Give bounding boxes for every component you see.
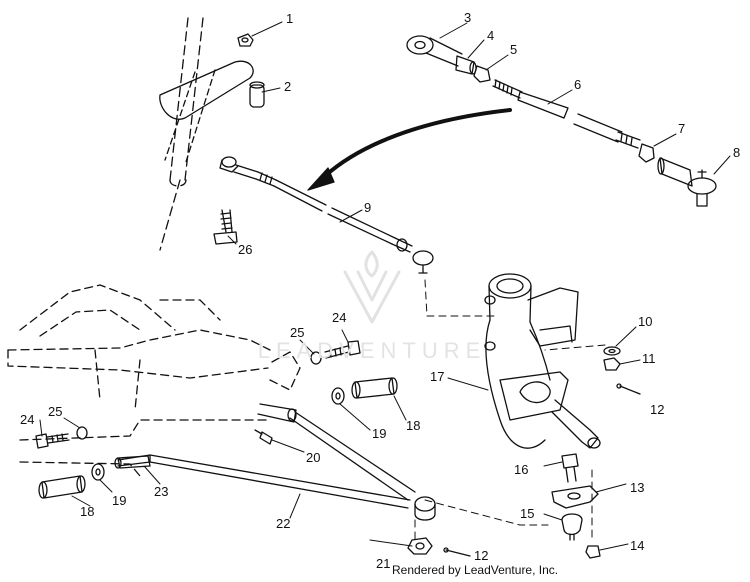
- callout-21: 21: [376, 556, 390, 571]
- callout-24-right: 24: [332, 310, 346, 325]
- washer-25-left: [76, 426, 88, 440]
- callout-19-right: 19: [372, 426, 386, 441]
- callout-10: 10: [638, 314, 652, 329]
- bolt-24-right: [324, 340, 361, 359]
- tie-rod-6: [492, 79, 641, 149]
- callout-2: 2: [284, 79, 291, 94]
- callout-14: 14: [630, 538, 644, 553]
- bolt-26: [213, 209, 238, 245]
- jam-nut-4: [455, 55, 477, 75]
- rod-end-3: [406, 35, 463, 67]
- callout-11: 11: [642, 351, 656, 366]
- washer-19-right: [331, 387, 345, 405]
- callout-18-left: 18: [80, 504, 94, 519]
- washer-19-left: [91, 463, 105, 481]
- callout-12b: 12: [474, 548, 488, 563]
- jam-nut-7: [638, 143, 655, 163]
- bushing-23: [114, 455, 151, 469]
- callout-18-right: 18: [406, 418, 420, 433]
- leader-lines: [39, 21, 731, 551]
- bushing-18-left: [38, 475, 86, 499]
- callout-12a: 12: [650, 402, 664, 417]
- callout-20: 20: [306, 450, 320, 465]
- callout-4: 4: [487, 28, 494, 43]
- tie-rod-9: [219, 156, 434, 274]
- ball-joint-15: [561, 513, 583, 541]
- nut-1: [237, 33, 254, 47]
- cotter-pin-12b: [443, 547, 471, 557]
- bolt-24-left: [35, 433, 70, 449]
- callout-7: 7: [678, 121, 685, 136]
- spindle-knuckle-17: [484, 273, 601, 449]
- callout-24-left: 24: [20, 412, 34, 427]
- rod-end-8: [657, 157, 717, 207]
- callout-16: 16: [514, 462, 528, 477]
- callout-26: 26: [238, 242, 252, 257]
- callout-25-left: 25: [48, 404, 62, 419]
- watermark-text: LEADVENTURE: [258, 338, 487, 363]
- bolt-16: [561, 453, 579, 483]
- frame: [7, 284, 301, 477]
- callout-9: 9: [364, 200, 371, 215]
- callout-3: 3: [464, 10, 471, 25]
- steering-post: [159, 17, 204, 251]
- washer-10: [603, 346, 621, 356]
- cotter-pin-12a: [616, 383, 641, 395]
- callout-5: 5: [510, 42, 517, 57]
- footer-credit: Rendered by LeadVenture, Inc.: [392, 563, 559, 577]
- nut-14: [585, 545, 601, 559]
- pitman-arm: [159, 60, 265, 166]
- callout-19-left: 19: [112, 493, 126, 508]
- watermark-logo: [343, 250, 401, 324]
- bushing-18-right: [351, 377, 398, 399]
- connection-lines: [414, 279, 606, 541]
- callout-13: 13: [630, 480, 644, 495]
- grease-fitting-20: [254, 429, 273, 445]
- bracket-13: [551, 485, 599, 509]
- washer-25-right: [310, 351, 322, 365]
- nut-21: [407, 537, 433, 555]
- callout-6: 6: [574, 77, 581, 92]
- callout-22: 22: [276, 516, 290, 531]
- callout-23: 23: [154, 484, 168, 499]
- nut-11: [603, 357, 621, 371]
- a-arm-22: [117, 403, 436, 521]
- callout-25-right: 25: [290, 325, 304, 340]
- callout-numbers: 1 2 3 4 5 6 7 8 9 10 11 12 13 14 15 16 1…: [20, 10, 740, 571]
- callout-8: 8: [733, 145, 740, 160]
- callout-15: 15: [520, 506, 534, 521]
- callout-1: 1: [286, 11, 293, 26]
- callout-17: 17: [430, 369, 444, 384]
- direction-arrow: [307, 108, 512, 191]
